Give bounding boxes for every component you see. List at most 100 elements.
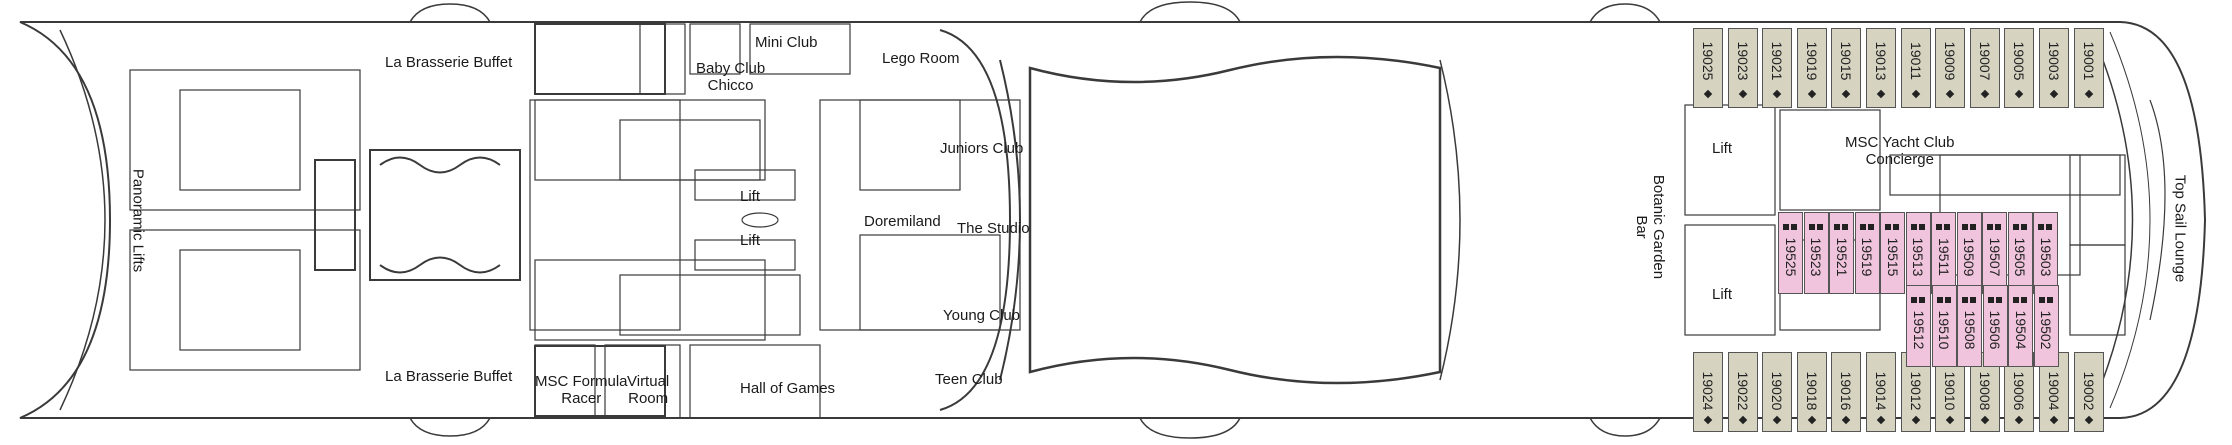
cabin-19015[interactable]: 19015 [1831, 28, 1862, 108]
suite-marker-icon [1961, 217, 1978, 230]
label-lift-fwd-lower: Lift [1712, 286, 1733, 303]
suite-marker-icon [2038, 290, 2055, 303]
cabin-19001[interactable]: 19001 [2073, 28, 2104, 108]
cabin-number: 19016 [1838, 371, 1855, 411]
label-baby-club-chicco: Baby Club Chicco [696, 60, 766, 94]
cabin-marker-icon [1945, 89, 1955, 99]
cabin-19007[interactable]: 19007 [1969, 28, 2000, 108]
cabin-marker-icon [1876, 415, 1886, 425]
suite-number: 19508 [1961, 310, 1978, 350]
suite-number: 19505 [2012, 237, 2028, 277]
label-msc-formula-racer: MSC Formula Racer [535, 373, 628, 407]
label-teen-club: Teen Club [935, 371, 1003, 388]
cabin-19023[interactable]: 19023 [1727, 28, 1758, 108]
cabin-marker-icon [1911, 415, 1920, 425]
cabin-marker-icon [1807, 415, 1817, 425]
suite-number: 19519 [1859, 237, 1875, 277]
cabin-number: 19014 [1873, 371, 1889, 411]
cabin-number: 19012 [1907, 371, 1924, 411]
cabin-19011[interactable]: 19011 [1900, 28, 1931, 108]
cabin-19005[interactable]: 19005 [2004, 28, 2035, 108]
cabin-19025[interactable]: 19025 [1693, 28, 1723, 108]
suite-number: 19521 [1833, 237, 1850, 277]
cabin-marker-icon [1945, 415, 1955, 425]
label-lego-room: Lego Room [882, 50, 960, 67]
label-botanic-garden-bar: Botanic Garden Bar [1633, 174, 1667, 280]
cabin-19019[interactable]: 19019 [1796, 28, 1827, 108]
label-la-brasserie-buffet-top: La Brasserie Buffet [385, 54, 513, 71]
cabin-19021[interactable]: 19021 [1762, 28, 1793, 108]
cabin-number: 19001 [2080, 41, 2097, 81]
suite-19510[interactable]: 19510 [1931, 285, 1957, 367]
cabin-marker-icon [2015, 415, 2024, 425]
cabin-number: 19025 [1700, 41, 1716, 81]
cabin-marker-icon [1807, 89, 1817, 99]
cabin-marker-icon [1876, 89, 1886, 99]
cabin-marker-icon [1911, 89, 1920, 99]
cabin-19022[interactable]: 19022 [1727, 352, 1758, 432]
label-lift-fwd-upper: Lift [1712, 140, 1733, 157]
suite-19504[interactable]: 19504 [2008, 285, 2033, 367]
cabin-19014[interactable]: 19014 [1866, 352, 1896, 432]
suite-number: 19507 [1986, 237, 2003, 277]
suite-19519[interactable]: 19519 [1854, 212, 1880, 294]
suite-marker-icon [2012, 217, 2029, 230]
label-la-brasserie-buffet-bottom: La Brasserie Buffet [385, 368, 513, 385]
label-juniors-club: Juniors Club [940, 140, 1024, 157]
cabin-19024[interactable]: 19024 [1693, 352, 1723, 432]
suite-19502[interactable]: 19502 [2033, 285, 2059, 367]
cabin-number: 19004 [2046, 371, 2062, 411]
cabin-marker-icon [2049, 89, 2059, 99]
cabin-19013[interactable]: 19013 [1866, 28, 1896, 108]
label-mini-club: Mini Club [755, 34, 818, 51]
suite-19515[interactable]: 19515 [1880, 212, 1905, 294]
suite-marker-icon [1885, 217, 1901, 230]
suite-marker-icon [1987, 290, 2004, 303]
cabin-19016[interactable]: 19016 [1831, 352, 1862, 432]
cabin-number: 19010 [1942, 371, 1959, 411]
suite-number: 19503 [2037, 237, 2054, 277]
cabin-number: 19019 [1803, 41, 1820, 81]
cabin-marker-icon [1772, 89, 1782, 99]
suite-number: 19511 [1935, 238, 1952, 276]
cabin-19002[interactable]: 19002 [2073, 352, 2104, 432]
cabin-marker-icon [1703, 89, 1713, 99]
label-msc-yacht-club-concierge: MSC Yacht Club Concierge [1845, 134, 1955, 168]
suite-marker-icon [1936, 290, 1953, 303]
cabin-19018[interactable]: 19018 [1796, 352, 1827, 432]
cabin-marker-icon [1842, 89, 1851, 99]
suite-19506[interactable]: 19506 [1982, 285, 2008, 367]
suite-number: 19504 [2012, 310, 2029, 350]
cabin-number: 19006 [2011, 371, 2028, 411]
label-young-club: Young Club [943, 307, 1021, 324]
suite-marker-icon [1987, 217, 2003, 230]
cabin-19009[interactable]: 19009 [1935, 28, 1966, 108]
label-lift-mid-upper: Lift [740, 188, 761, 205]
suite-19503[interactable]: 19503 [2033, 212, 2058, 294]
suite-19512[interactable]: 19512 [1906, 285, 1931, 367]
cabin-marker-icon [1738, 415, 1747, 425]
suite-19513[interactable]: 19513 [1905, 212, 1931, 294]
suite-19521[interactable]: 19521 [1829, 212, 1854, 294]
cabin-number: 19002 [2080, 371, 2097, 411]
suite-number: 19510 [1936, 310, 1952, 350]
cabin-number: 19011 [1907, 42, 1924, 80]
cabin-marker-icon [2015, 89, 2024, 99]
cabin-number: 19024 [1700, 371, 1716, 411]
suite-number: 19513 [1910, 237, 1926, 277]
cabin-19003[interactable]: 19003 [2039, 28, 2069, 108]
suite-19525[interactable]: 19525 [1778, 212, 1803, 294]
cabin-19020[interactable]: 19020 [1762, 352, 1793, 432]
label-panoramic-lifts: Panoramic Lifts [129, 168, 147, 273]
suite-19511[interactable]: 19511 [1931, 212, 1956, 294]
suite-number: 19512 [1910, 310, 1927, 350]
suite-19523[interactable]: 19523 [1803, 212, 1829, 294]
suite-19509[interactable]: 19509 [1956, 212, 1982, 294]
label-virtual-room: Virtual Room [627, 373, 670, 407]
suite-19508[interactable]: 19508 [1957, 285, 1982, 367]
cabin-number: 19021 [1769, 41, 1786, 81]
suite-19505[interactable]: 19505 [2007, 212, 2033, 294]
suite-19507[interactable]: 19507 [1982, 212, 2007, 294]
suite-marker-icon [1859, 217, 1876, 230]
cabin-marker-icon [2084, 415, 2093, 425]
